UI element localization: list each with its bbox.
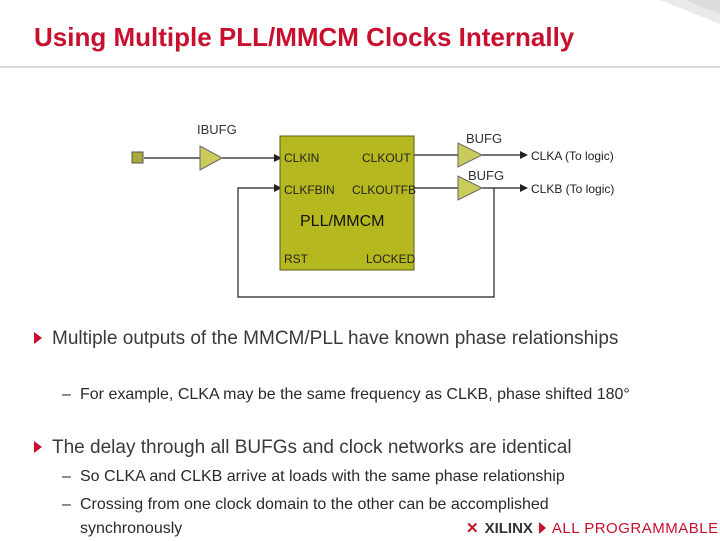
bullet-1: Multiple outputs of the MMCM/PLL have kn… bbox=[34, 326, 692, 351]
sub-bullet-1-1: – For example, CLKA may be the same freq… bbox=[62, 383, 662, 407]
pll-mmcm-block bbox=[279, 135, 415, 271]
pll-name: PLL/MMCM bbox=[300, 213, 384, 230]
output-clka-label: CLKA (To logic) bbox=[531, 149, 614, 163]
ibufg-label: IBUFG bbox=[197, 122, 237, 137]
brand-name: XILINX bbox=[484, 519, 533, 537]
sub-bullet-2-1: – So CLKA and CLKB arrive at loads with … bbox=[62, 465, 662, 489]
sub-bullet-2-1-text: So CLKA and CLKB arrive at loads with th… bbox=[80, 468, 565, 485]
bufg-bottom-buffer bbox=[457, 175, 484, 201]
pll-diagram: IBUFG CLKIN CLKOUT CLKFBIN CLKOUTFB PLL/… bbox=[131, 122, 614, 298]
arrow-clka bbox=[520, 151, 528, 159]
wire-feedback-loop bbox=[237, 187, 495, 298]
slide-title: Using Multiple PLL/MMCM Clocks Internall… bbox=[34, 22, 575, 52]
arrow-clkb bbox=[520, 184, 528, 192]
port-clkout: CLKOUT bbox=[362, 151, 411, 165]
brand-tagline: ALL PROGRAMMABLE. bbox=[551, 519, 720, 537]
bullet-arrow-icon bbox=[34, 441, 42, 453]
bufg-top-buffer bbox=[457, 142, 484, 168]
port-clkoutfb: CLKOUTFB bbox=[352, 183, 416, 197]
corner-decoration bbox=[660, 0, 720, 24]
port-clkin: CLKIN bbox=[284, 151, 319, 165]
dash-marker: – bbox=[62, 468, 71, 485]
dash-marker: – bbox=[62, 496, 71, 513]
bullet-2-text: The delay through all BUFGs and clock ne… bbox=[52, 437, 572, 458]
xilinx-x-logo-icon: ✕ bbox=[466, 520, 479, 537]
sub-bullet-2-2: – Crossing from one clock domain to the … bbox=[62, 493, 622, 541]
footer-logo: ✕ XILINX ALL PROGRAMMABLE. bbox=[466, 519, 720, 538]
sub-bullet-2-2-text: Crossing from one clock domain to the ot… bbox=[80, 496, 549, 537]
arrow-clkin bbox=[274, 154, 282, 162]
port-rst: RST bbox=[284, 252, 309, 266]
bullet-2: The delay through all BUFGs and clock ne… bbox=[34, 435, 692, 460]
dash-marker: – bbox=[62, 386, 71, 403]
bufg-bottom-label: BUFG bbox=[468, 168, 504, 183]
wires bbox=[144, 154, 520, 298]
bufg-top-label: BUFG bbox=[466, 131, 502, 146]
input-pad bbox=[131, 151, 144, 164]
port-clkfbin: CLKFBIN bbox=[284, 183, 335, 197]
bullet-arrow-icon bbox=[34, 332, 42, 344]
separator-arrow-icon bbox=[538, 522, 546, 534]
sub-bullet-1-1-text: For example, CLKA may be the same freque… bbox=[80, 386, 630, 403]
ibufg-buffer bbox=[199, 145, 224, 171]
port-locked: LOCKED bbox=[366, 252, 416, 266]
output-clkb-label: CLKB (To logic) bbox=[531, 182, 614, 196]
title-divider bbox=[0, 66, 720, 68]
arrow-clkfbin bbox=[274, 184, 282, 192]
bullet-1-text: Multiple outputs of the MMCM/PLL have kn… bbox=[52, 328, 619, 349]
